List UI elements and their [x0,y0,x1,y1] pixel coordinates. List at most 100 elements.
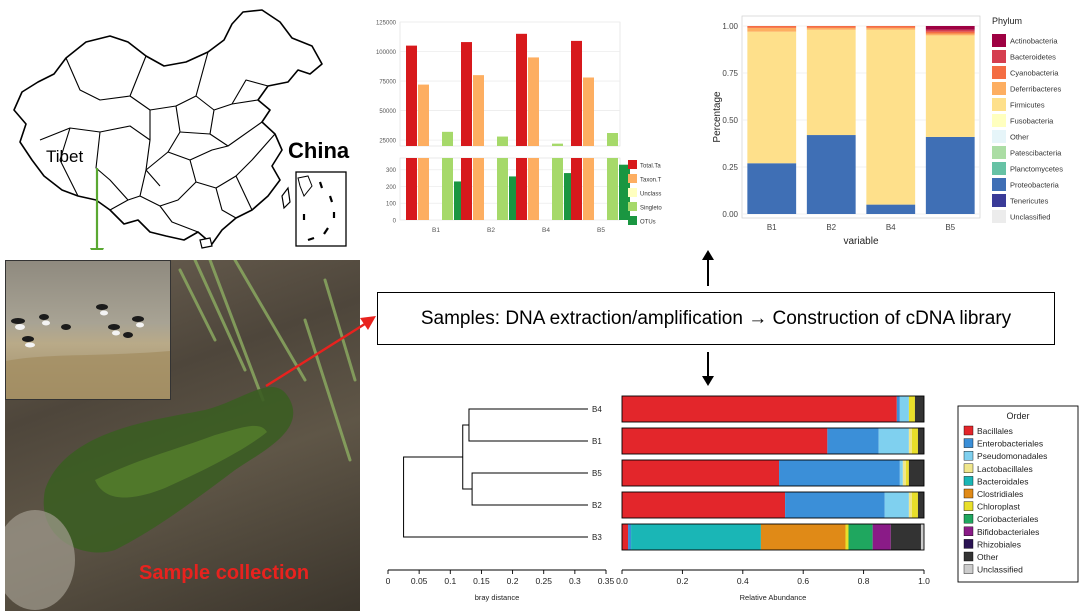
legend-label: Lactobacillales [977,464,1033,474]
legend-swatch [628,160,637,169]
legend-swatch [992,82,1006,95]
legend-swatch [963,488,974,499]
south-sea-dashes [302,181,336,242]
legend-label: Total.Ta [640,164,661,170]
south-sea-inset [295,171,347,247]
process-text: Samples: DNA extraction/amplification → … [420,307,1012,329]
leaf-label: B2 [592,501,602,510]
bar-upper [583,77,594,146]
stack-segment [622,492,786,518]
legend-swatch [992,210,1006,223]
legend-label: Planctomycetes [1010,165,1063,174]
legend-swatch [992,130,1006,143]
legend-swatch [963,526,974,537]
stack-segment [911,492,918,518]
stack-segment [878,428,909,454]
upper-tick-label: 75000 [379,80,396,86]
legend-swatch [963,501,974,511]
lower-tick-label: 300 [386,168,397,174]
arrow-up [702,250,714,286]
hainan-shape [199,237,213,249]
stack-segment [908,460,924,486]
stack-segment [896,396,900,422]
stack-segment [917,492,924,518]
x-tick-label: 0.25 [535,576,552,586]
legend-swatch [628,188,637,197]
legend-label: Unclassified [977,565,1023,575]
dendro-branch [462,424,473,490]
stack-segment [905,460,909,486]
legend-swatch [628,216,637,225]
legend-swatch [992,178,1006,191]
bar-upper [552,143,563,146]
stack-segment [866,29,916,205]
y-axis-title: Percentage [712,91,723,143]
stack-segment [806,29,856,136]
bar-upper [516,33,527,146]
y-tick-label: 0.75 [722,69,738,78]
legend-title: Order [1006,411,1029,421]
legend-swatch [992,98,1006,111]
legend-label: Unclassified [1010,213,1050,222]
bar-upper [497,136,508,146]
bar-upper [406,45,417,146]
stack-segment [628,524,632,550]
province-borders [39,51,276,233]
stack-segment [760,524,846,550]
x-axis-title: Relative Abundance [740,593,807,602]
bar-lower [516,158,527,220]
sample-collection-caption: Sample collection [139,562,310,584]
lower-tick-label: 200 [386,185,397,191]
bar-lower [509,176,520,220]
arrow-down [702,352,714,386]
stack-segment [902,460,906,486]
lower-tick-label: 100 [386,202,397,208]
legend-label: Enterobacteriales [977,439,1043,449]
bar-lower [583,158,594,220]
x-tick-label: B5 [945,223,955,232]
stack-segment [914,396,924,422]
stack-segment [908,428,912,454]
legend-swatch [628,202,637,211]
bar-upper [607,133,618,146]
stack-segment [785,492,885,518]
x-tick-label: B1 [767,223,777,232]
bar-upper [473,75,484,146]
x-tick-label: 0.05 [411,576,428,586]
stack-segment [848,524,873,550]
stack-segment [917,428,924,454]
legend-box [957,405,1079,583]
stack-segment [827,428,879,454]
legend-swatch [992,194,1006,207]
legend-label: Bifidobacteriales [977,527,1039,537]
legend-swatch [963,551,974,562]
tibet-label: Tibet [46,147,83,166]
bar-lower [571,158,582,220]
stack-segment [925,33,975,36]
x-tick-label: 0.2 [507,576,519,586]
legend-label: Fusobacteria [1010,117,1054,126]
stack-segment [747,27,797,32]
stack-segment [806,27,856,30]
stack-segment [806,26,856,28]
bar-outline [621,427,925,455]
stack-segment [622,428,828,454]
x-axis-title: bray distance [475,593,520,602]
sample-photo: Sample collection [5,260,360,611]
y-tick-label: 1.00 [722,22,738,31]
legend-label: Patescibacteria [1010,149,1062,158]
legend-swatch [963,425,974,436]
bar-lower [418,158,429,220]
legend-swatch [992,50,1006,63]
x-tick-label: B1 [432,227,440,234]
stack-segment [845,524,849,550]
legend-label: Firmicutes [1010,101,1045,110]
x-tick-label: B2 [487,227,495,234]
legend-label: Proteobacteria [1010,181,1060,190]
legend-swatch [992,34,1006,47]
legend-swatch [628,174,637,183]
y-tick-label: 0.00 [722,210,738,219]
